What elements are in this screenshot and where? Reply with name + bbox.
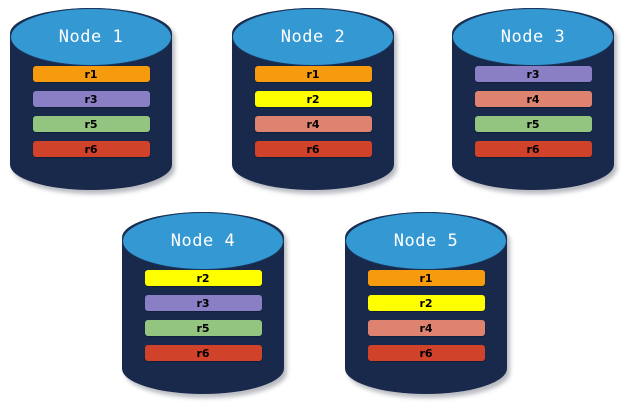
replica-list: r1 r2 r4 r6 [345,270,507,361]
replica-bar[interactable]: r4 [474,91,592,107]
replica-bar[interactable]: r6 [254,141,372,157]
node-title: Node 5 [393,231,459,251]
node-title: Node 1 [58,27,124,47]
node-cylinder-top [345,212,507,270]
replica-bar[interactable]: r4 [367,320,485,336]
replica-bar[interactable]: r3 [474,66,592,82]
node-cylinder-top [10,8,172,66]
replica-label: r2 [196,271,210,285]
replica-label: r6 [419,346,433,360]
replica-bar[interactable]: r5 [32,116,150,132]
database-node[interactable]: Node 3 r3 r4 r5 r6 [452,8,617,194]
replica-label: r5 [196,321,210,335]
node-title: Node 4 [170,231,236,251]
replica-bar[interactable]: r5 [474,116,592,132]
replica-bar[interactable]: r3 [32,91,150,107]
replica-bar[interactable]: r1 [367,270,485,286]
database-node[interactable]: Node 2 r1 r2 r4 r6 [232,8,397,194]
replica-label: r4 [526,92,540,106]
database-node[interactable]: Node 5 r1 r2 r4 r6 [345,212,510,398]
replica-label: r2 [419,296,433,310]
node-title: Node 2 [280,27,346,47]
replica-bar[interactable]: r2 [367,295,485,311]
replica-label: r3 [526,67,540,81]
replica-label: r1 [84,67,98,81]
replica-label: r6 [306,142,320,156]
replica-list: r3 r4 r5 r6 [452,66,614,157]
replica-label: r2 [306,92,320,106]
node-cylinder-top [232,8,394,66]
replica-bar[interactable]: r1 [254,66,372,82]
replica-bar[interactable]: r4 [254,116,372,132]
node-cylinder-top [122,212,284,270]
replica-bar[interactable]: r3 [144,295,262,311]
replica-label: r3 [84,92,98,106]
database-node[interactable]: Node 4 r2 r3 r5 r6 [122,212,287,398]
replica-bar[interactable]: r5 [144,320,262,336]
replica-bar[interactable]: r2 [144,270,262,286]
replica-label: r4 [419,321,433,335]
replica-bar[interactable]: r2 [254,91,372,107]
replica-label: r6 [526,142,540,156]
replica-bar[interactable]: r1 [32,66,150,82]
replica-list: r1 r2 r4 r6 [232,66,394,157]
replica-label: r1 [306,67,320,81]
replica-bar[interactable]: r6 [144,345,262,361]
replica-label: r6 [196,346,210,360]
replica-list: r2 r3 r5 r6 [122,270,284,361]
replica-label: r5 [84,117,98,131]
replica-label: r5 [526,117,540,131]
replica-list: r1 r3 r5 r6 [10,66,172,157]
replica-bar[interactable]: r6 [32,141,150,157]
replica-label: r6 [84,142,98,156]
replica-label: r1 [419,271,433,285]
replica-bar[interactable]: r6 [474,141,592,157]
database-node[interactable]: Node 1 r1 r3 r5 r6 [10,8,175,194]
node-title: Node 3 [500,27,566,47]
replica-label: r3 [196,296,210,310]
node-cylinder-top [452,8,614,66]
replica-bar[interactable]: r6 [367,345,485,361]
replica-label: r4 [306,117,320,131]
